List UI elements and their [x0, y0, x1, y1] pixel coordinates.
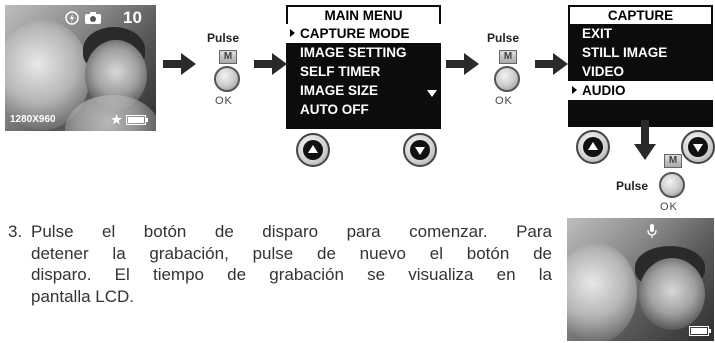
microphone-icon [647, 224, 657, 238]
arrow-right-icon [163, 53, 196, 75]
battery-icon [126, 115, 148, 125]
ok-button[interactable] [214, 66, 240, 92]
up-button-icon[interactable] [576, 130, 610, 164]
menu-button[interactable]: M [219, 50, 237, 64]
menu-item-exit[interactable]: EXIT [582, 26, 613, 41]
menu-item-audio[interactable]: AUDIO [568, 81, 713, 100]
ok-button[interactable] [659, 172, 685, 198]
down-button-icon[interactable] [681, 130, 715, 164]
arrow-down-icon [634, 120, 656, 160]
arrow-right-icon [254, 53, 287, 75]
capture-menu-title: CAPTURE [570, 7, 711, 24]
arrow-right-icon [446, 53, 479, 75]
down-button-icon[interactable] [403, 133, 437, 167]
ok-button[interactable] [494, 66, 520, 92]
menu-item-capture-mode[interactable]: CAPTURE MODE [286, 24, 441, 43]
instruction-line: pantalla LCD. [31, 286, 135, 306]
up-button-icon[interactable] [296, 133, 330, 167]
menu-item-still-image[interactable]: STILL IMAGE [582, 45, 668, 60]
pulse-label: Pulse [487, 31, 520, 45]
instruction-line: detener la grabación, pulse de nuevo el … [31, 243, 552, 263]
step-number: 3. [8, 222, 23, 241]
scroll-down-icon [427, 90, 437, 97]
flash-icon [65, 11, 79, 25]
menu-button[interactable]: M [499, 50, 517, 64]
menu-button[interactable]: M [664, 154, 682, 168]
ok-label: OK [495, 95, 513, 107]
menu-item-image-size[interactable]: IMAGE SIZE [300, 83, 379, 98]
main-menu-title: MAIN MENU [288, 7, 439, 24]
instruction-line: disparo. El tiempo de grabación se visua… [31, 265, 552, 284]
camera-icon [85, 12, 101, 24]
menu-item-video[interactable]: VIDEO [582, 64, 625, 79]
arrow-right-icon [535, 53, 568, 75]
ok-label: OK [215, 95, 233, 107]
menu-item-auto-off[interactable]: AUTO OFF [300, 102, 369, 117]
instruction-text: Pulse el botón de disparo para comenzar.… [31, 221, 552, 307]
main-menu-screen: MAIN MENU CAPTURE MODE IMAGE SETTING SEL… [286, 5, 441, 129]
menu-item-image-setting[interactable]: IMAGE SETTING [300, 45, 407, 60]
menu-item-self-timer[interactable]: SELF TIMER [300, 64, 381, 79]
instruction-line: Pulse el botón de disparo para comenzar.… [31, 222, 552, 241]
ok-label: OK [660, 201, 678, 213]
preview-photo: 10 1280X960 [5, 5, 156, 131]
resolution-label: 1280X960 [10, 114, 56, 125]
recording-photo [567, 218, 714, 341]
pulse-label: Pulse [616, 179, 649, 193]
star-icon [111, 114, 122, 125]
capture-menu-screen: CAPTURE EXIT STILL IMAGE VIDEO AUDIO [568, 5, 713, 127]
battery-icon [689, 326, 711, 336]
pulse-label: Pulse [207, 31, 240, 45]
shot-count: 10 [123, 8, 142, 27]
